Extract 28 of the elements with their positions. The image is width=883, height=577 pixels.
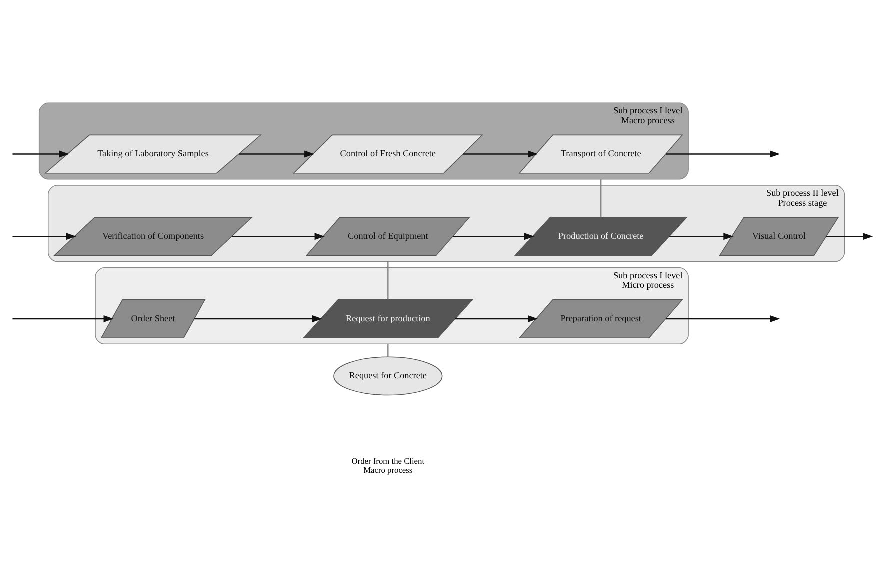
cluster: [94, 268, 688, 345]
arrow: [12, 150, 69, 158]
arrow: [462, 150, 538, 158]
arrow: [232, 233, 324, 240]
node-label: Sub process II level: [766, 188, 838, 198]
node-ellipse: Request for Concrete: [333, 356, 442, 396]
arrow: [455, 315, 538, 323]
connector: [387, 262, 388, 300]
cluster: [38, 102, 688, 180]
arrow: [194, 315, 322, 323]
arrow: [12, 315, 114, 323]
node-label: Sub process I level: [612, 270, 682, 280]
connector: [387, 344, 388, 357]
node-label: Process stage: [778, 198, 827, 208]
arrow: [238, 150, 314, 158]
node-label: Sub process I level: [612, 106, 682, 116]
node-label: Macro process: [363, 466, 412, 475]
arrow: [826, 233, 873, 240]
cluster: [47, 185, 845, 262]
node-label: Macro process: [620, 115, 674, 126]
connector: [600, 179, 602, 218]
arrow: [452, 233, 534, 240]
arrow: [12, 233, 76, 240]
node-label: Order from the Client: [351, 456, 424, 466]
arrow: [666, 315, 780, 323]
arrow: [666, 150, 780, 158]
arrow: [669, 233, 734, 240]
node-label: Micro process: [622, 280, 674, 290]
